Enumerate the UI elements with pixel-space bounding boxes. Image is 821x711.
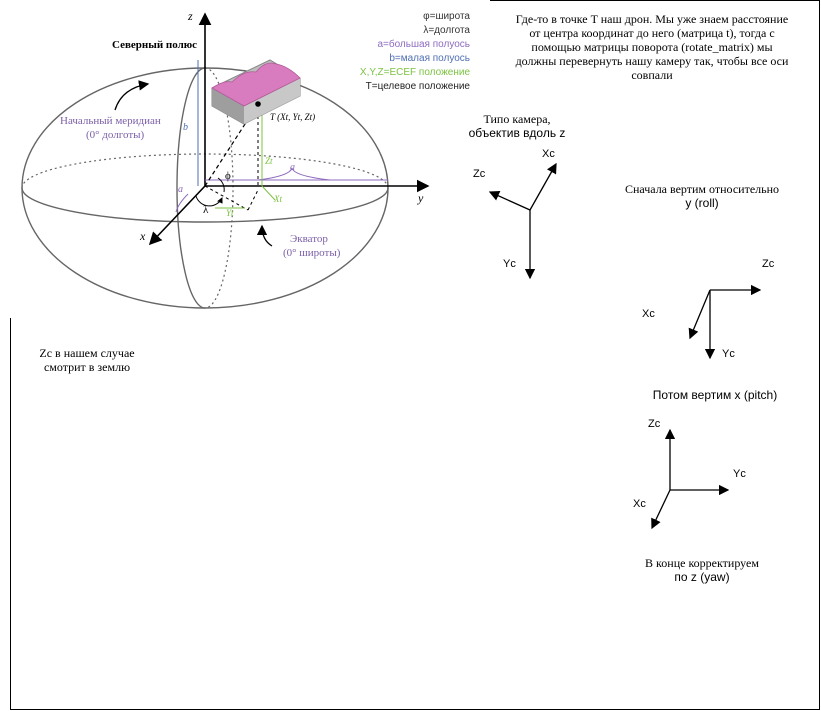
ecef-ellipsoid-figure: z y x Северный полюс Начальный меридиан … <box>21 9 430 309</box>
camera-note-line1: Типо камера, <box>483 112 551 126</box>
roll-note: Сначала вертим относительно y (roll) <box>612 182 792 210</box>
legend-item: λ=долгота <box>423 25 470 36</box>
zc-axis-line <box>488 190 531 211</box>
equator-label: Экватор <box>290 233 328 245</box>
x-axis <box>148 185 206 246</box>
a-label-y: a <box>290 162 295 173</box>
camera-note: Типо камера, объектив вдоль z <box>462 112 572 140</box>
b-label: b <box>183 122 188 133</box>
frame-right-border <box>819 0 820 710</box>
yaw-note-line1: В конце корректируем <box>645 556 759 570</box>
roll-xc-label: Xc <box>642 308 655 320</box>
camera-note-line2: объектив вдоль z <box>468 126 566 140</box>
zt-label: Zt <box>265 156 273 166</box>
prime-meridian-sub: (0° долготы) <box>86 129 145 141</box>
lambda-label: λ <box>203 204 209 216</box>
pitch-xc-label: Xc <box>633 498 646 510</box>
phi-label: ϕ <box>225 170 231 182</box>
roll-yc-label: Yc <box>722 348 735 360</box>
roll-zc-label: Zc <box>762 258 775 270</box>
cam-zc-label: Zc <box>473 168 486 180</box>
cam-yc-label: Yc <box>503 258 516 270</box>
frame-bottom-border <box>10 709 820 710</box>
target-label: T (Xt, Yt, Zt) <box>270 112 315 122</box>
zc-note-line2: смотрит в землю <box>43 360 131 374</box>
legend: φ=широта λ=долгота a=большая полуось b=мала… <box>300 10 470 94</box>
intro-note: Где-то в точке T наш дрон. Мы уже знаем … <box>515 12 789 82</box>
yaw-note-line2: по z (yaw) <box>674 570 730 584</box>
yt-label: Yt <box>226 208 234 218</box>
pitch-axes-figure <box>651 428 730 530</box>
equator-sub: (0° широты) <box>283 247 341 259</box>
pitch-yc-label: Yc <box>733 468 746 480</box>
pitch-note: Потом вертим x (pitch) <box>652 388 778 402</box>
yaw-note: В конце корректируем по z (yaw) <box>632 556 772 584</box>
z-axis-label: z <box>187 9 193 23</box>
frame-top-border <box>490 0 820 1</box>
legend-item: a=большая полуось <box>377 39 470 50</box>
meridian-front <box>176 67 206 309</box>
pitch-zc-label: Zc <box>648 418 661 430</box>
target-point <box>255 101 261 107</box>
equator-front <box>21 187 389 223</box>
camera-axes-figure <box>488 162 557 280</box>
roll-axes-figure <box>688 284 762 360</box>
pitch-xc-line <box>651 489 671 530</box>
frame-left-border <box>10 318 11 710</box>
legend-item: b=малая полуось <box>389 53 470 64</box>
xc-axis-line <box>529 162 557 211</box>
legend-item: T=целевое положение <box>365 81 470 92</box>
prime-meridian-label: Начальный меридиан <box>60 115 161 127</box>
x-axis-label: x <box>139 229 146 243</box>
a-label-x: a <box>178 184 183 195</box>
meridian-back <box>204 67 234 309</box>
xt-label: Xt <box>273 194 282 204</box>
north-pole-label: Северный полюс <box>112 39 197 51</box>
roll-note-line2: y (roll) <box>685 196 719 210</box>
cam-xc-label: Xc <box>542 148 555 160</box>
roll-note-line1: Сначала вертим относительно <box>624 182 780 196</box>
legend-item: φ=широта <box>423 11 470 22</box>
y-axis-label: y <box>417 191 424 205</box>
legend-item: X,Y,Z=ECEF положение <box>359 67 470 78</box>
zc-note-line1: Zc в нашем случае <box>39 346 135 360</box>
zc-note: Zc в нашем случае смотрит в землю <box>22 346 152 374</box>
terrain-surface <box>211 62 301 107</box>
roll-xc-line <box>688 289 711 340</box>
